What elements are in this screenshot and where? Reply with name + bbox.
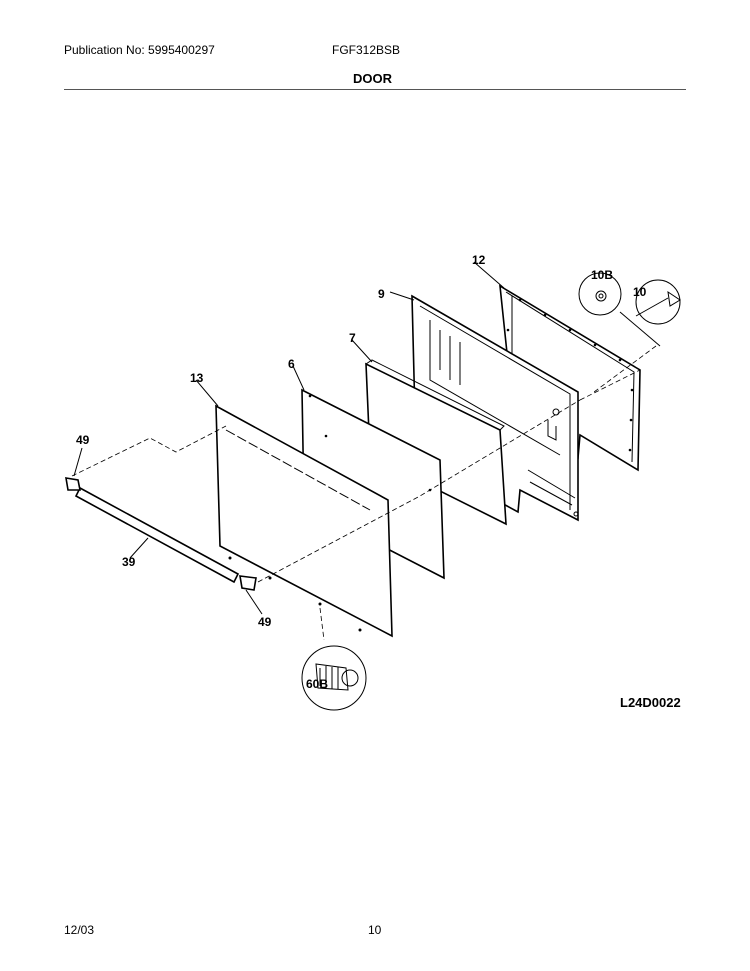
- handle-part-39: [74, 486, 240, 584]
- end-cap-part-49-right: [239, 575, 257, 591]
- callout-49-right: 49: [258, 615, 272, 629]
- model-number: FGF312BSB: [332, 43, 401, 57]
- publication-number: Publication No: 5995400297: [64, 43, 215, 57]
- outer-door-panel-part-13: [215, 404, 393, 638]
- assembly-lines: [71, 261, 661, 641]
- section-title: DOOR: [353, 71, 392, 86]
- callout-49-left: 49: [76, 433, 90, 447]
- callout-10: 10: [633, 285, 647, 299]
- screw-inset-part-60b: [301, 645, 367, 711]
- callout-39: 39: [122, 555, 136, 569]
- washer-inset-part-10b: [578, 272, 622, 316]
- callout-9: 9: [378, 287, 385, 301]
- screw-inset-part-10: [635, 279, 681, 325]
- page-number: 10: [368, 923, 382, 937]
- header-divider: [64, 89, 686, 90]
- diagram-code: L24D0022: [620, 695, 681, 710]
- end-cap-part-49-left: [65, 477, 81, 491]
- callout-10b: 10B: [591, 268, 613, 282]
- footer-date: 12/03: [64, 923, 95, 937]
- callout-60b: 60B: [306, 677, 328, 691]
- callout-7: 7: [349, 331, 356, 345]
- callout-12: 12: [472, 253, 486, 267]
- callout-13: 13: [190, 371, 204, 385]
- callout-6: 6: [288, 357, 295, 371]
